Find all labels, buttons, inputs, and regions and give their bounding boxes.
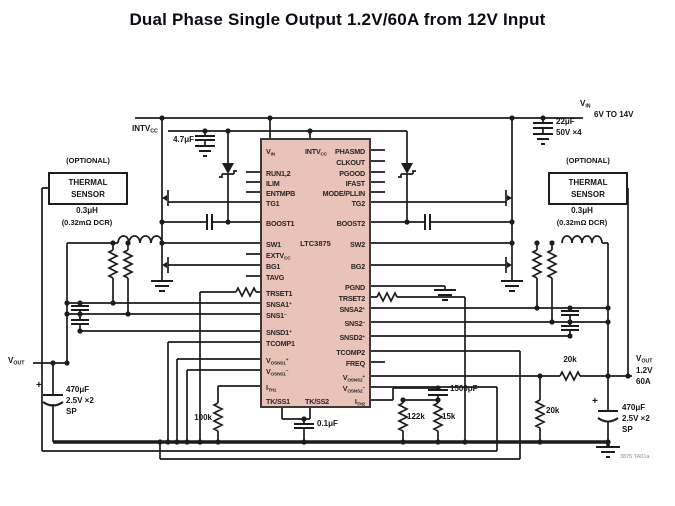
pin-bg1: BG1 bbox=[266, 262, 281, 271]
r-100k-label: 100k bbox=[194, 413, 212, 422]
inductor-left-label: 0.3μH bbox=[76, 206, 98, 215]
pin-ilim: ILIM bbox=[266, 179, 280, 188]
cap-470u-right-label: 470μF 2.5V ×2 SP bbox=[622, 402, 650, 435]
inductor-right-dcr-label: (0.32mΩ DCR) bbox=[556, 218, 608, 227]
cap-470u-left-value: 470μF bbox=[66, 385, 90, 394]
pin-trset2: TRSET2 bbox=[338, 294, 366, 303]
cap-22u-rating-label: 50V ×4 bbox=[556, 128, 582, 137]
pin-intvcc-top: INTVCC bbox=[304, 147, 328, 158]
c-1500p-label: 1500pF bbox=[450, 384, 478, 393]
vout-voltage-label: 1.2V bbox=[636, 366, 653, 375]
inductor-left-dcr-label: (0.32mΩ DCR) bbox=[61, 218, 113, 227]
page-title: Dual Phase Single Output 1.2V/60A from 1… bbox=[129, 10, 546, 29]
r-20k-bottom-label: 20k bbox=[546, 406, 560, 415]
pin-snsa1: SNSA1+ bbox=[266, 300, 292, 309]
ground-bus bbox=[53, 440, 610, 447]
ground-icon bbox=[151, 133, 620, 458]
pin-entmpb: ENTMPB bbox=[266, 189, 296, 198]
pin-mode-pllin: MODE/PLLIN bbox=[322, 189, 366, 198]
pin-sns1: SNS1− bbox=[266, 311, 287, 320]
pin-tavg: TAVG bbox=[266, 273, 285, 282]
pin-ifast: IFAST bbox=[345, 179, 366, 188]
vout-left-label: VOUT bbox=[8, 356, 25, 367]
pin-snsa2: SNSA2+ bbox=[339, 305, 365, 314]
ic-part-number: LTC3875 bbox=[300, 239, 331, 248]
inductor-icon bbox=[117, 235, 603, 244]
cap-470u-right-type: SP bbox=[622, 425, 633, 434]
pin-sns2: SNS2− bbox=[344, 319, 365, 328]
pin-tkss2: TK/SS2 bbox=[305, 397, 329, 406]
optional-left-label: (OPTIONAL) bbox=[66, 156, 110, 165]
c-0u1-label: 0.1μF bbox=[317, 419, 338, 428]
mosfet-icon bbox=[162, 195, 512, 268]
pin-vosns2: VOSNS2+ bbox=[342, 373, 365, 384]
pin-tk-ss1: TK/SS1 bbox=[266, 397, 290, 406]
pin-ith2: ITH2 bbox=[354, 397, 365, 408]
r-122k-label: 122k bbox=[407, 412, 425, 421]
pin-vosns1: VOSNS1− bbox=[266, 367, 289, 378]
vout-current-label: 60A bbox=[636, 377, 651, 386]
pin-tg2: TG2 bbox=[351, 199, 366, 208]
pin-pgnd: PGND bbox=[345, 283, 365, 292]
cap-470u-left-label: 470μF 2.5V ×2 SP bbox=[66, 384, 94, 417]
pin-bg2: BG2 bbox=[350, 262, 365, 271]
pin-snsd2: SNSD2+ bbox=[339, 333, 365, 342]
pin-ith1: ITH1 bbox=[266, 383, 277, 394]
pin-boost1: BOOST1 bbox=[266, 219, 295, 228]
plus-right: + bbox=[592, 396, 598, 407]
plus-left: + bbox=[36, 380, 42, 391]
inductor-right-label: 0.3μH bbox=[571, 206, 593, 215]
pin-run1-2: RUN1,2 bbox=[266, 169, 291, 178]
pin-vosns1: VOSNS1+ bbox=[266, 356, 289, 367]
pin-freq: FREQ bbox=[345, 359, 365, 368]
vin-label: VIN bbox=[580, 99, 591, 110]
thermal-left-line1: THERMAL bbox=[68, 178, 108, 187]
pin-trset1: TRSET1 bbox=[266, 289, 293, 298]
pin-extvcc: EXTVCC bbox=[266, 251, 291, 262]
cap-470u-left-type: SP bbox=[66, 407, 77, 416]
pin-tg1: TG1 bbox=[266, 199, 280, 208]
pin-clkout: CLKOUT bbox=[336, 158, 365, 167]
junction-dots bbox=[50, 115, 631, 445]
diode-icon bbox=[219, 163, 416, 178]
cap-470u-right-value: 470μF bbox=[622, 403, 646, 412]
cap-22u-label: 22μF bbox=[556, 117, 575, 126]
cap-4u7-label: 4.7μF bbox=[173, 135, 194, 144]
pin-sw2: SW2 bbox=[350, 240, 365, 249]
thermal-sensor-left: THERMAL SENSOR bbox=[48, 172, 128, 205]
cap-470u-left-rating: 2.5V ×2 bbox=[66, 396, 94, 405]
pin-phasmd: PHASMD bbox=[335, 147, 365, 156]
pin-vin: VIN bbox=[266, 147, 275, 158]
pin-tcomp2: TCOMP2 bbox=[336, 348, 365, 357]
pin-vosns2: VOSNS2− bbox=[342, 384, 365, 395]
resistor-icon bbox=[107, 249, 581, 432]
capacitor-icon bbox=[42, 122, 619, 429]
thermal-left-line2: SENSOR bbox=[71, 190, 105, 199]
pin-snsd1: SNSD1+ bbox=[266, 328, 292, 337]
pin-tcomp1: TCOMP1 bbox=[266, 339, 295, 348]
thermal-right-line2: SENSOR bbox=[571, 190, 605, 199]
pin-boost2: BOOST2 bbox=[336, 219, 366, 228]
pin-sw1: SW1 bbox=[266, 240, 281, 249]
figure-note: 3875 TA01a bbox=[620, 454, 650, 460]
thermal-sensor-right: THERMAL SENSOR bbox=[548, 172, 628, 205]
r-20k-top-label: 20k bbox=[563, 355, 577, 364]
cap-470u-right-rating: 2.5V ×2 bbox=[622, 414, 650, 423]
r-15k-label: 15k bbox=[442, 412, 456, 421]
thermal-right-line1: THERMAL bbox=[568, 178, 608, 187]
optional-right-label: (OPTIONAL) bbox=[566, 156, 610, 165]
pin-pgood: PGOOD bbox=[339, 169, 365, 178]
vin-range-label: 6V TO 14V bbox=[594, 110, 634, 119]
intvcc-label: INTVCC bbox=[132, 124, 158, 135]
vout-right-label: VOUT bbox=[636, 354, 653, 365]
